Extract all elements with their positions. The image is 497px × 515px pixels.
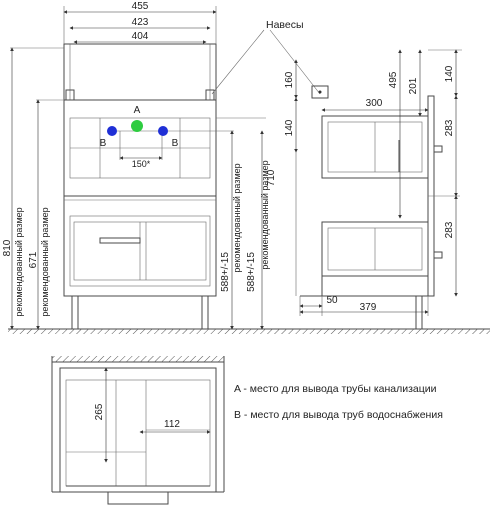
point-b-right-label: B	[172, 138, 179, 149]
dim-side-201: 201	[408, 77, 419, 94]
plan-view: 265 112	[51, 356, 225, 505]
point-a-label: A	[134, 105, 141, 116]
dim-drawer-283-bottom: 283	[444, 221, 455, 238]
floor	[8, 328, 490, 334]
dim-hinge-offset: 140	[284, 119, 295, 136]
front-view: A B B 150* 455 423 404 810 рекомендованн…	[2, 1, 277, 330]
dim-side-depth-top: 495	[388, 71, 399, 88]
dim-body-height: 671	[28, 251, 39, 268]
sewer-outlet-point	[131, 120, 143, 132]
dim-side-140: 140	[444, 65, 455, 82]
dim-side-height: 710	[266, 169, 277, 186]
dim-inner-width: 404	[132, 31, 149, 42]
side-hinge-icon	[311, 85, 329, 99]
recommended-label-1: рекомендованный размер	[14, 207, 24, 316]
drawer-handle	[99, 237, 141, 244]
side-view: 160 140 300 495 201 140 283 283 50 379	[284, 49, 462, 329]
legend-b: B - место для вывода труб водоснабжения	[234, 409, 443, 421]
dim-plan-265: 265	[94, 403, 105, 420]
recommended-label-3: рекомендованный размер	[232, 163, 242, 272]
dim-total-height: 810	[2, 239, 13, 256]
hinges-label: Навесы	[266, 19, 304, 31]
recommended-label-2: рекомендованный размер	[40, 207, 50, 316]
plan-drawer-handle	[107, 491, 169, 505]
legend: A - место для вывода трубы канализации B…	[234, 383, 443, 421]
dim-pipe-spacing: 150*	[132, 159, 151, 169]
dim-offset-50: 50	[326, 295, 338, 306]
water-inlet-right-point	[158, 126, 168, 136]
dim-hinge-top: 160	[284, 71, 295, 88]
dim-drawer-283-top: 283	[444, 119, 455, 136]
dim-plan-112: 112	[164, 419, 180, 430]
point-b-left-label: B	[100, 138, 107, 149]
dim-total-width: 455	[132, 1, 149, 12]
legend-a: A - место для вывода трубы канализации	[234, 383, 437, 395]
dim-mount-height-2: 588+/-15	[246, 252, 257, 292]
dim-side-drawer-width: 300	[366, 98, 383, 109]
water-inlet-left-point	[107, 126, 117, 136]
dim-depth-379: 379	[360, 302, 377, 313]
dim-mount-height: 588+/-15	[220, 252, 231, 292]
recommended-label-4: рекомендованный размер	[260, 160, 270, 269]
dim-frame-width: 423	[132, 17, 149, 28]
cabinet-body	[63, 99, 217, 297]
hinges-callout: Навесы	[211, 19, 321, 95]
